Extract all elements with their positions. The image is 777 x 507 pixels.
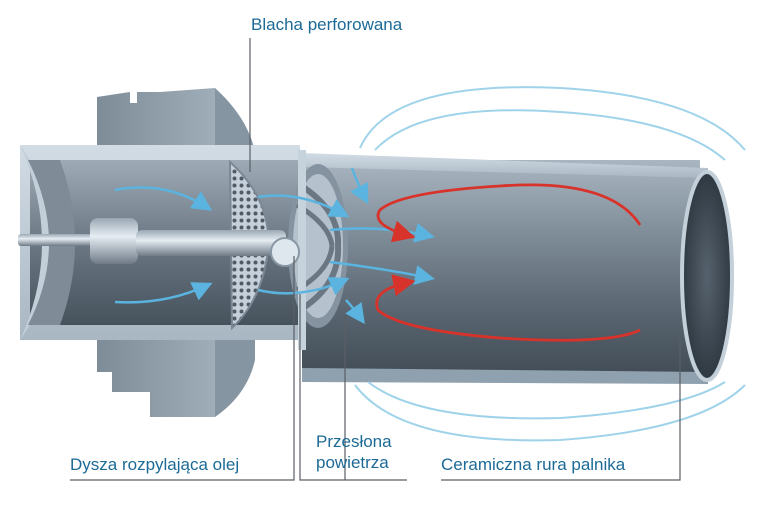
label-air-shutter-line1: Przesłona [316,432,392,451]
label-oil-nozzle: Dysza rozpylająca olej [70,455,240,474]
label-air-shutter: Przesłona powietrza [316,431,392,473]
label-ceramic-tube: Ceramiczna rura palnika [441,455,626,474]
leader-lines [70,38,681,481]
oil-nozzle [18,218,300,267]
air-flow-arrows [114,167,435,325]
label-perforated-plate: Blacha perforowana [251,15,403,34]
flame-recirculation-arrows [375,183,642,342]
ceramic-tube [302,153,734,384]
outer-air-flow [354,86,746,442]
label-air-shutter-line2: powietrza [316,453,389,472]
